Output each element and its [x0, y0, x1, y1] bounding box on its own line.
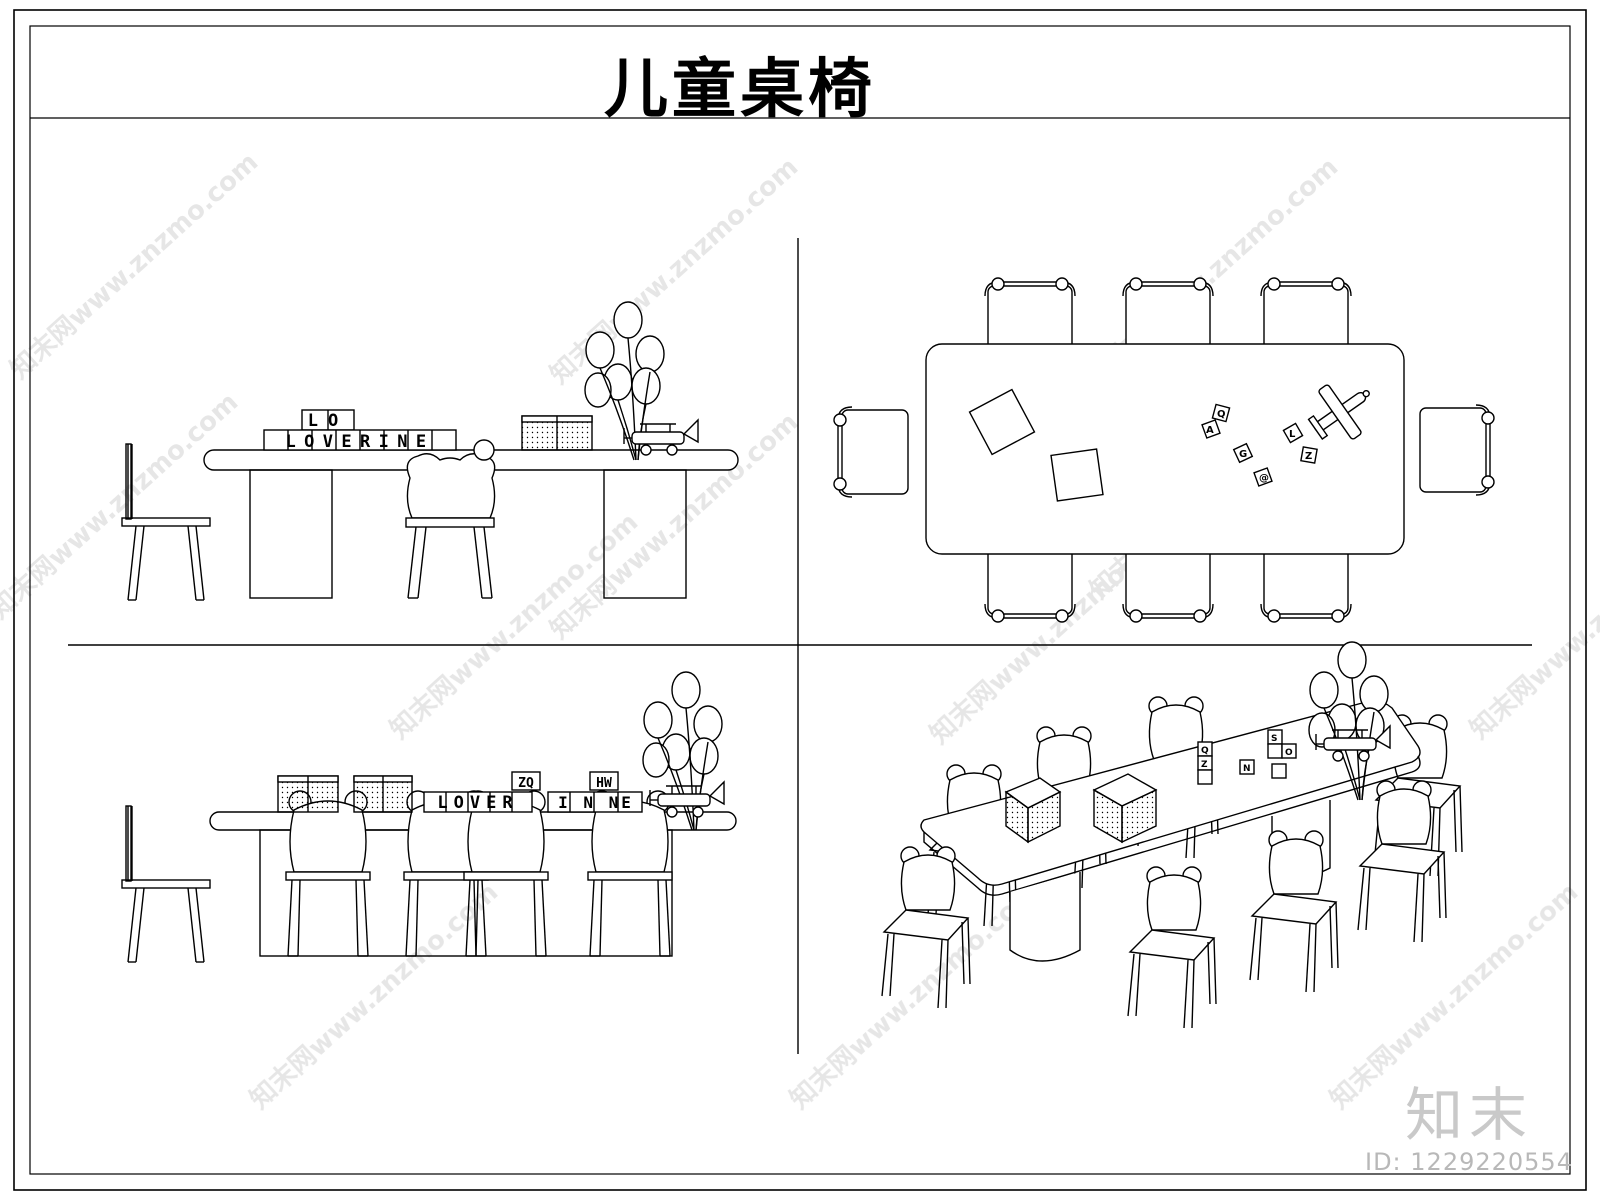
- plan-cube-letter: @: [1259, 473, 1269, 484]
- letter-blocks: [263, 409, 457, 451]
- table-leg-right: [603, 469, 687, 599]
- plan-table: [925, 343, 1405, 555]
- bear-chair: [285, 790, 371, 957]
- plan-box: [968, 388, 1036, 456]
- block-top-label: LO: [308, 411, 348, 431]
- plan-cube-letter: G: [1239, 449, 1247, 460]
- brand-mark: 知末: [1405, 1081, 1534, 1149]
- persp-cube-letters: Z Q S N O: [1201, 734, 1293, 774]
- plan-chair: [1260, 277, 1352, 353]
- block-label: HW: [596, 776, 612, 791]
- drawing-id: ID: 1229220554: [1365, 1148, 1573, 1176]
- gift-boxes: [521, 415, 593, 451]
- plan-chair: [984, 277, 1076, 353]
- persp-cube-letter: Q: [1201, 746, 1209, 756]
- plan-chair: [1122, 277, 1214, 353]
- block-label: ZQ: [518, 776, 534, 791]
- plan-cube-letter: L: [1289, 429, 1296, 440]
- plan-cube-letter: A: [1206, 425, 1214, 436]
- drawing-frame: [13, 9, 1587, 1191]
- table-leg-left: [249, 469, 333, 599]
- block-label: LOVERINE: [285, 432, 434, 452]
- persp-cubes: [1197, 729, 1297, 785]
- persp-gift-box: [1092, 773, 1158, 844]
- front-elevation: [121, 301, 739, 601]
- plan-view: [833, 277, 1495, 623]
- perspective-view: [881, 641, 1463, 1029]
- plan-box: [1050, 448, 1104, 502]
- persp-table-leg: [1009, 872, 1081, 962]
- persp-cube-letter: N: [1243, 764, 1251, 774]
- bear-chair: [1127, 866, 1217, 1029]
- front-block-text: LO LOVERINE: [285, 411, 434, 452]
- plan-airplane: [1307, 384, 1370, 441]
- drawing-title: 儿童桌椅: [604, 53, 876, 127]
- rear-elevation: [121, 671, 737, 963]
- persp-cube-letter: O: [1285, 748, 1293, 758]
- persp-gift-box: [1004, 777, 1062, 844]
- watermark-layer: [0, 147, 1600, 1116]
- rear-block-text: ZQ LOVER HW I N NE: [437, 776, 634, 813]
- bear-chair: [587, 790, 673, 957]
- persp-cube-letter: S: [1271, 734, 1277, 744]
- plan-cubes: [1201, 403, 1318, 487]
- plan-cube-letter: Z: [1305, 451, 1312, 462]
- block-label: LOVER: [437, 793, 518, 813]
- plan-cube-letters: A Q G @ L Z: [1206, 409, 1312, 484]
- block-label: I N NE: [558, 793, 634, 812]
- plan-cube-letter: Q: [1217, 409, 1226, 420]
- side-chair: [121, 805, 211, 963]
- bear-chair: [463, 790, 549, 957]
- bear-chair: [405, 439, 496, 599]
- persp-cube-letter: Z: [1201, 760, 1208, 770]
